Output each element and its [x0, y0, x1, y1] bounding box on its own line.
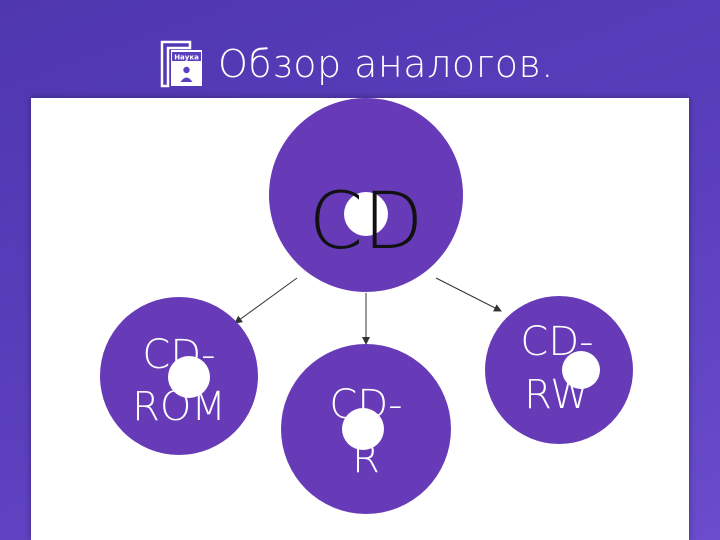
logo-text: Наука — [174, 54, 199, 62]
disc-cd-rw-line2: RW — [524, 372, 590, 418]
cd-types-diagram: CD CD- ROM CD- R CD- RW — [100, 98, 633, 514]
disc-cd-label: CD — [309, 177, 424, 267]
disc-cd-rw: CD- RW — [485, 296, 633, 444]
disc-cd: CD — [269, 98, 463, 292]
slide-header: Наука Обзор аналогов. — [160, 38, 554, 90]
disc-cd-rom: CD- ROM — [100, 297, 258, 455]
disc-cd-r-line2: R — [352, 436, 380, 482]
slide-title: Обзор аналогов. — [218, 42, 554, 86]
arrow-to-cd-rom — [234, 277, 298, 324]
disc-cd-r: CD- R — [281, 344, 451, 514]
science-book-icon: Наука — [160, 40, 204, 88]
disc-cd-r-line1: CD- — [329, 382, 402, 428]
disc-cd-rom-line1: CD- — [142, 332, 215, 378]
diagram-panel: CD CD- ROM CD- R CD- RW — [31, 98, 689, 540]
arrow-to-cd-rw — [435, 277, 502, 312]
disc-cd-rom-line2: ROM — [132, 384, 226, 430]
disc-cd-rw-line1: CD- — [520, 319, 593, 365]
